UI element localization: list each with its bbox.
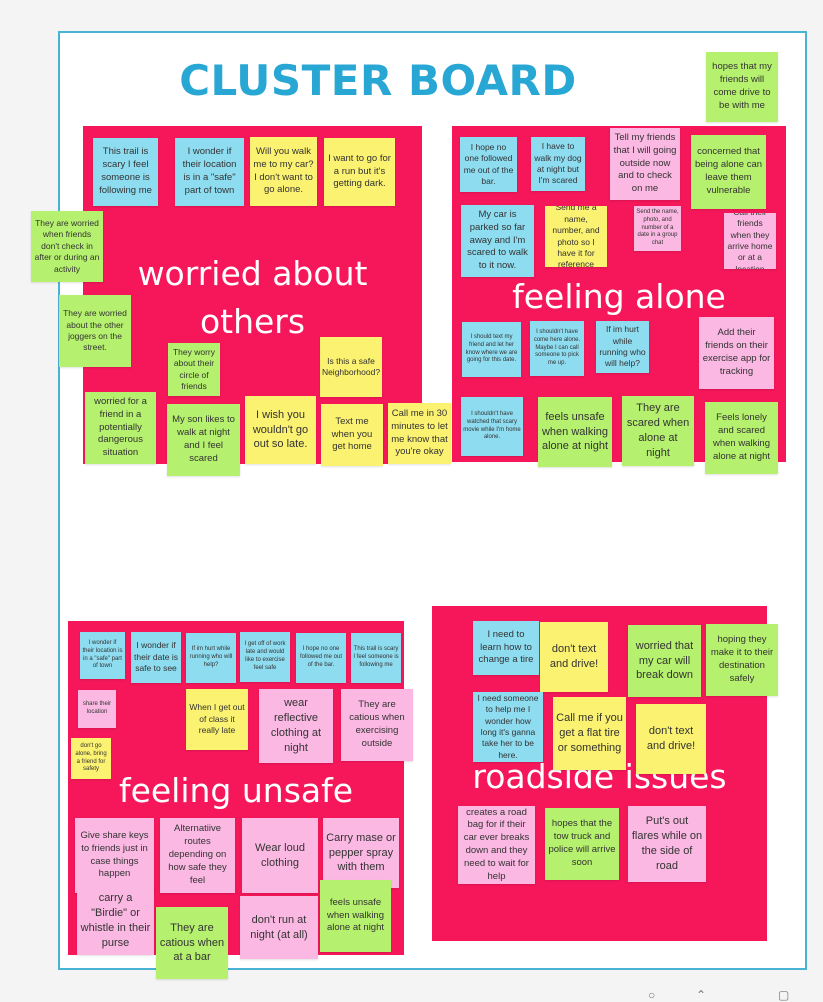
board-title: CLUSTER BOARD: [179, 56, 577, 105]
sticky-note[interactable]: worried for a friend in a potentially da…: [85, 392, 156, 464]
sticky-note[interactable]: hopes that the tow truck and police will…: [545, 808, 619, 880]
sticky-note[interactable]: feels unsafe when walking alone at night: [320, 880, 391, 952]
sticky-note[interactable]: They are worried when friends don't chec…: [31, 211, 103, 282]
sticky-note[interactable]: carry a "Birdie" or whistle in their pur…: [77, 887, 154, 955]
sticky-note[interactable]: Tell my friends that I will going outsid…: [610, 128, 680, 200]
minus-icon[interactable]: ○: [648, 988, 656, 1002]
sticky-note[interactable]: Call me if you get a flat tire or someth…: [553, 697, 626, 770]
sticky-note[interactable]: wear reflective clothing at night: [259, 689, 333, 763]
sticky-note[interactable]: I hope no one followed me out of the bar…: [296, 633, 346, 683]
sticky-note[interactable]: If im hurt while running who will help?: [596, 321, 649, 373]
cluster-label-feeling-unsafe: feeling unsafe: [118, 771, 354, 810]
sticky-note[interactable]: I shouldn't have watched that scary movi…: [461, 397, 523, 456]
sticky-note[interactable]: I shouldn't have come here alone. Maybe …: [530, 321, 584, 376]
sticky-note[interactable]: Put's out flares while on the side of ro…: [628, 806, 706, 882]
sticky-note[interactable]: Call me in 30 minutes to let me know tha…: [388, 403, 451, 464]
sticky-note[interactable]: creates a road bag for if their car ever…: [458, 806, 535, 884]
sticky-note[interactable]: This trail is scary I feel someone is fo…: [93, 138, 158, 206]
sticky-note[interactable]: Is this a safe Neighborhood?: [320, 337, 382, 397]
sticky-note[interactable]: Carry mase or pepper spray with them: [323, 818, 399, 888]
sticky-note[interactable]: My son likes to walk at night and I feel…: [167, 404, 240, 476]
sticky-note[interactable]: They are catious when exercising outside: [341, 689, 413, 761]
sticky-note[interactable]: I hope no one followed me out of the bar…: [460, 137, 517, 192]
cluster-label-line: others: [199, 301, 306, 341]
sticky-note[interactable]: concerned that being alone can leave the…: [691, 135, 766, 209]
sticky-note[interactable]: They are scared when alone at night: [622, 396, 694, 466]
sticky-note[interactable]: Call their friends when they arrive home…: [724, 213, 776, 269]
sticky-note[interactable]: My car is parked so far away and I'm sca…: [461, 205, 534, 277]
sticky-note[interactable]: I have to walk my dog at night but I'm s…: [531, 137, 585, 191]
sticky-note[interactable]: Send the name, photo, and number of a da…: [634, 206, 681, 251]
sticky-note[interactable]: If im hurt while running who will help?: [186, 633, 236, 683]
sticky-note[interactable]: I need to learn how to change a tire: [473, 621, 539, 675]
sticky-note[interactable]: share their location: [78, 690, 116, 728]
sticky-note[interactable]: I wonder if their date is safe to see: [131, 632, 181, 683]
sticky-note[interactable]: Wear loud clothing: [242, 818, 318, 893]
sticky-note[interactable]: They worry about their circle of friends: [168, 343, 220, 396]
sticky-note[interactable]: feels unsafe when walking alone at night: [538, 397, 612, 467]
zoom-controls: ○ ⌃ ▢: [630, 988, 823, 1002]
sticky-note[interactable]: I wonder if their location is in a "safe…: [80, 632, 125, 679]
sticky-note[interactable]: I wonder if their location is in a "safe…: [175, 138, 244, 206]
sticky-note[interactable]: I wish you wouldn't go out so late.: [245, 396, 316, 464]
sticky-note[interactable]: They are worried about the other joggers…: [59, 295, 131, 367]
sticky-note[interactable]: I get off of work late and would like to…: [240, 632, 290, 682]
sticky-note[interactable]: Will you walk me to my car? I don't want…: [250, 137, 317, 206]
sticky-note[interactable]: Add their friends on their exercise app …: [699, 317, 774, 389]
sticky-note[interactable]: worried that my car will break down: [628, 625, 701, 697]
sticky-note[interactable]: They are catious when at a bar: [156, 907, 228, 979]
cluster-label-worried-about-others: worried about others: [83, 250, 422, 346]
sticky-note[interactable]: don't text and drive!: [540, 622, 608, 692]
sticky-note[interactable]: Send me a name, number, and photo so I h…: [545, 206, 607, 267]
sticky-note[interactable]: Alternatiive routes depending on how saf…: [160, 818, 235, 893]
sticky-note[interactable]: Text me when you get home: [321, 404, 383, 466]
sticky-note[interactable]: hoping they make it to their destination…: [706, 624, 778, 696]
sticky-note[interactable]: This trail is scary I feel someone is fo…: [351, 633, 401, 683]
sticky-note[interactable]: don't go alone, bring a friend for safet…: [71, 738, 111, 779]
sticky-note[interactable]: don't run at night (at all): [240, 896, 318, 959]
sticky-note[interactable]: I need someone to help me I wonder how l…: [473, 692, 543, 762]
sticky-note[interactable]: When I get out of class it really late: [186, 689, 248, 750]
cluster-label-feeling-alone: feeling alone: [512, 277, 726, 316]
sticky-note[interactable]: Give share keys to friends just in case …: [75, 818, 154, 893]
sticky-note[interactable]: Feels lonely and scared when walking alo…: [705, 402, 778, 474]
sticky-note[interactable]: I should text my friend and let her know…: [462, 322, 521, 377]
cluster-label-line: worried about: [137, 254, 368, 293]
sticky-note[interactable]: hopes that my friends will come drive to…: [706, 52, 778, 122]
sticky-note[interactable]: don't text and drive!: [636, 704, 706, 774]
square-icon[interactable]: ▢: [778, 988, 790, 1002]
plus-icon[interactable]: ⌃: [696, 988, 707, 1002]
sticky-note[interactable]: I want to go for a run but it's getting …: [324, 138, 395, 206]
